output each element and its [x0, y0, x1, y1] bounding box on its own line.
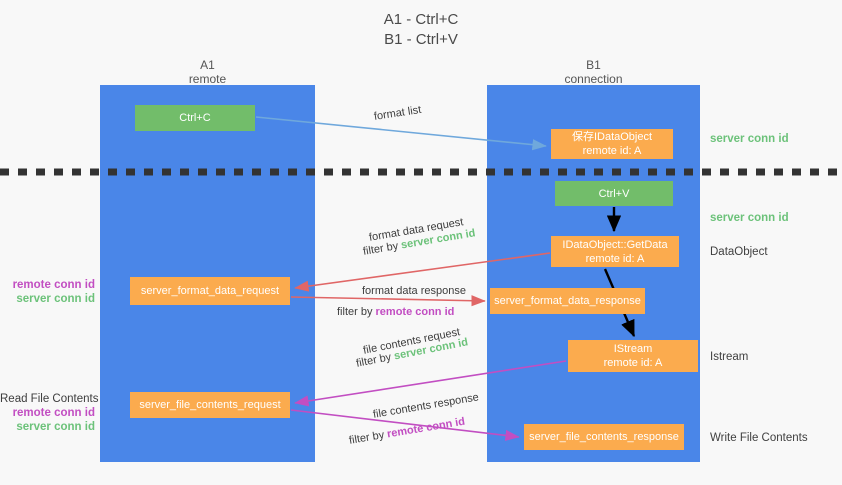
note-format-server-conn-id: server conn id: [16, 293, 95, 305]
lane-a1-name: A1: [200, 58, 215, 72]
note-dataobject-text: DataObject: [710, 246, 768, 258]
lane-b1-name: B1: [586, 58, 601, 72]
note-write-file-contents: Write File Contents: [710, 431, 808, 445]
node-ctrl-c[interactable]: Ctrl+C: [135, 105, 255, 131]
title-line-2: B1 - Ctrl+V: [384, 31, 458, 48]
node-istream[interactable]: IStream remote id: A: [568, 340, 698, 372]
edge-label-format-data-response-filter: filter by remote conn id: [337, 305, 454, 320]
note-dataobject: DataObject: [710, 245, 768, 259]
note-file-conn-ids: Read File Contents remote conn id server…: [0, 392, 99, 434]
note-read-file-contents: Read File Contents: [0, 393, 99, 405]
node-server-file-contents-response[interactable]: server_file_contents_response: [524, 424, 684, 450]
node-server-file-contents-response-label: server_file_contents_response: [529, 431, 679, 443]
note-format-conn-ids: remote conn id server conn id: [0, 278, 95, 306]
node-server-format-data-request-label: server_format_data_request: [140, 285, 280, 297]
node-server-format-data-request[interactable]: server_format_data_request: [130, 277, 290, 305]
node-ctrl-c-label: Ctrl+C: [179, 112, 211, 124]
filter-prefix: filter by: [337, 306, 376, 318]
arrow-file-contents-request: [294, 360, 567, 407]
node-istream-line1: IStream: [613, 343, 653, 355]
node-server-file-contents-request-label: server_file_contents_request: [139, 399, 281, 411]
node-save-idataobject-line2: remote id: A: [582, 145, 642, 157]
node-server-format-data-response[interactable]: server_format_data_response: [490, 288, 645, 314]
filter-value-remote-conn-id: remote conn id: [375, 306, 455, 318]
lane-header-b1: B1 connection: [487, 58, 700, 86]
arrow-format-data-request: [294, 252, 551, 292]
note-server-conn-id-top-text: server conn id: [710, 133, 789, 145]
lane-a1-sublabel: remote: [188, 72, 227, 86]
node-server-file-contents-request[interactable]: server_file_contents_request: [130, 392, 290, 418]
note-file-server-conn-id: server conn id: [16, 421, 95, 433]
note-server-conn-id-mid-text: server conn id: [710, 212, 789, 224]
node-save-idataobject[interactable]: 保存IDataObject remote id: A: [551, 129, 673, 159]
note-istream-text: Istream: [710, 351, 749, 363]
note-file-remote-conn-id: remote conn id: [12, 407, 95, 419]
lane-header-a1: A1 remote: [100, 58, 315, 86]
node-ctrl-v[interactable]: Ctrl+V: [555, 181, 673, 206]
node-server-format-data-response-label: server_format_data_response: [494, 295, 641, 307]
arrow-format-list: [255, 116, 547, 151]
note-server-conn-id-top: server conn id: [710, 132, 789, 146]
title-line-1: A1 - Ctrl+C: [383, 11, 459, 28]
node-getdata-line1: IDataObject::GetData: [562, 238, 668, 251]
node-istream-line2: remote id: A: [603, 357, 663, 369]
node-save-idataobject-line1: 保存IDataObject: [571, 131, 653, 143]
node-idataobject-getdata[interactable]: IDataObject::GetData remote id: A: [551, 236, 679, 267]
diagram-title: A1 - Ctrl+C B1 - Ctrl+V: [0, 10, 842, 50]
arrow-format-data-response: [290, 295, 486, 307]
lane-b1-sublabel: connection: [564, 72, 623, 86]
node-ctrl-v-label: Ctrl+V: [598, 187, 630, 200]
edge-label-format-data-response-text: format data response: [362, 285, 466, 297]
note-server-conn-id-mid: server conn id: [710, 211, 789, 225]
arrow-file-contents-response: [290, 409, 520, 441]
note-format-remote-conn-id: remote conn id: [12, 279, 95, 291]
note-istream: Istream: [710, 350, 748, 364]
edge-label-format-data-response: format data response: [362, 284, 466, 299]
note-write-file-contents-text: Write File Contents: [710, 432, 808, 444]
node-getdata-line2: remote id: A: [585, 252, 645, 265]
